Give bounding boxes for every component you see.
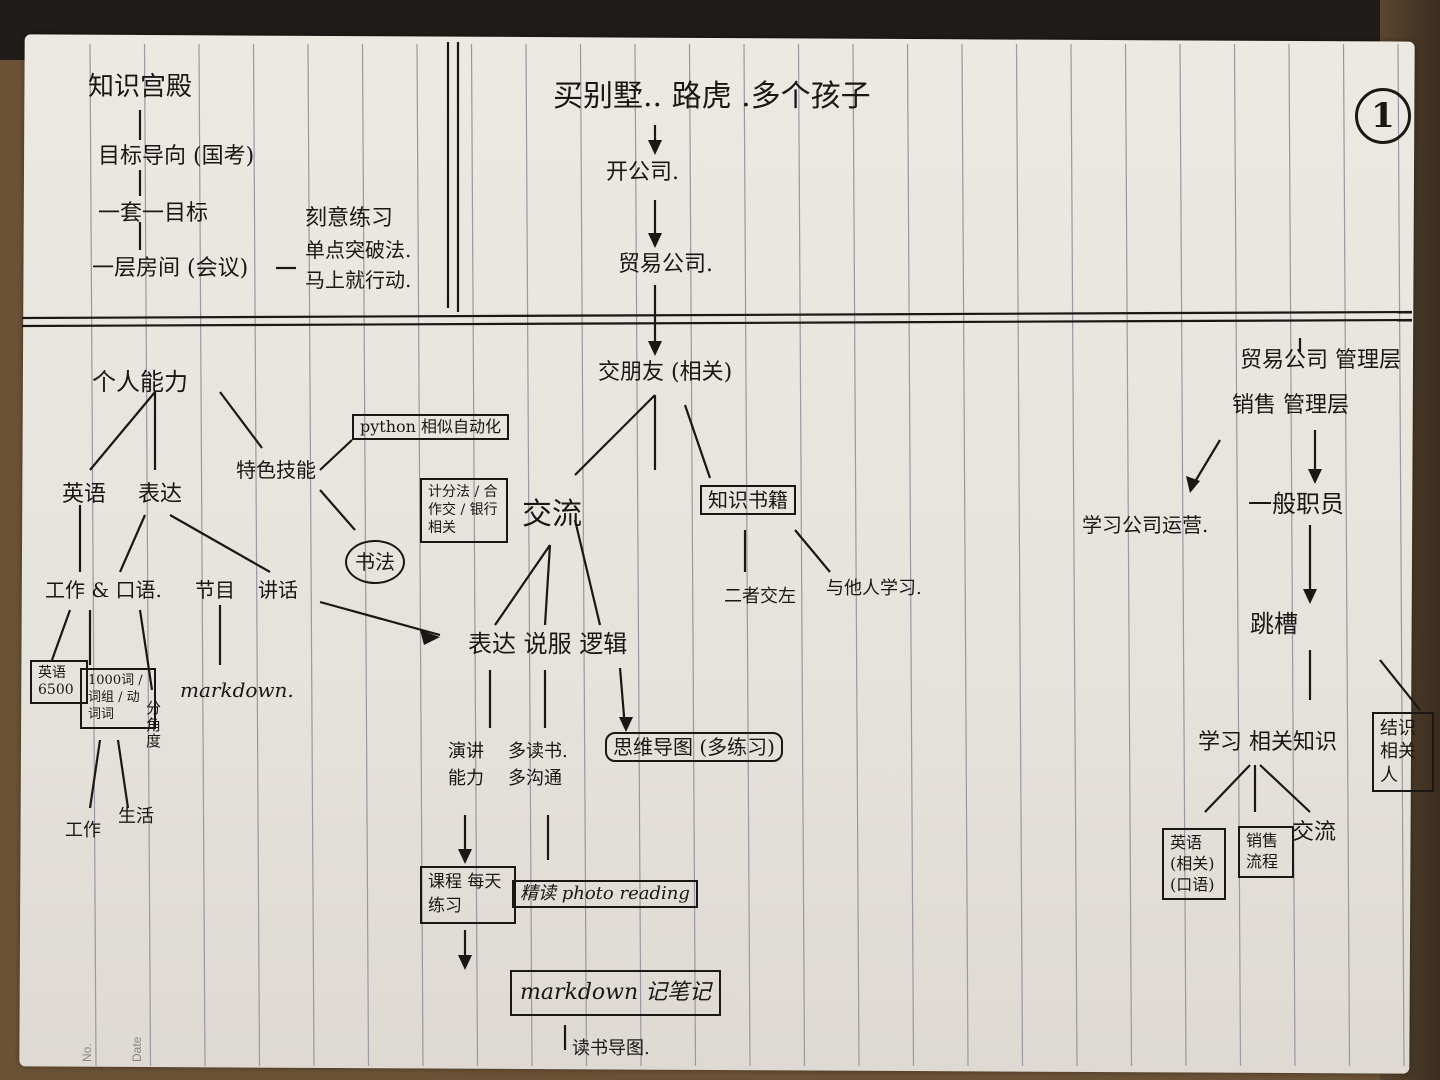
- ruled-line: [1179, 43, 1187, 1067]
- python-box: python 相似自动化: [352, 414, 510, 440]
- ruled-line: [852, 43, 860, 1067]
- ruled-line: [1233, 43, 1242, 1067]
- learn-operations: 学习公司运营.: [1082, 513, 1209, 537]
- single-point-breakthrough: 单点突破法.: [305, 238, 412, 262]
- trade-company: 贸易公司.: [618, 252, 713, 277]
- structure-lines: [21, 42, 1421, 1050]
- start-company: 开公司.: [606, 160, 679, 185]
- ruled-line: [1288, 43, 1296, 1067]
- ruled-line: [1397, 43, 1405, 1067]
- sales-process: 销售 流程: [1238, 826, 1294, 878]
- ruled-line: [906, 43, 915, 1067]
- ruled-line: [470, 43, 479, 1067]
- vocab-box: 英语 6500: [30, 660, 88, 704]
- personal-ability: 个人能力: [92, 368, 188, 396]
- ruled-line: [307, 43, 315, 1067]
- english-node: 英语: [62, 482, 107, 507]
- work-node: 工作: [65, 820, 101, 841]
- ruled-line: [89, 43, 97, 1067]
- markdown-left: markdown.: [180, 678, 294, 702]
- goal-oriented: 目标导向 (国考): [98, 144, 255, 169]
- reading-mindmap: 读书导图.: [572, 1038, 650, 1059]
- ruled-line: [198, 43, 206, 1067]
- communication-right: 交流: [1292, 820, 1337, 845]
- ruled-line: [961, 43, 969, 1067]
- page-number-badge: 1: [1355, 88, 1411, 144]
- ruled-line: [797, 43, 806, 1067]
- ruled-lines: [89, 43, 1405, 1067]
- angles: 分角度: [146, 699, 162, 750]
- photo-reading: 精读 photo reading: [512, 880, 698, 908]
- horizontal-divider: [21, 310, 1413, 320]
- ruled-line: [252, 43, 261, 1067]
- course-daily: 课程 每天练习: [420, 866, 516, 924]
- ruled-line: [143, 43, 152, 1067]
- learn-related-knowledge: 学习 相关知识: [1198, 730, 1337, 755]
- no-label: No.: [80, 1043, 94, 1062]
- ruled-line: [525, 43, 533, 1067]
- horizontal-divider-2: [21, 318, 1413, 328]
- ruled-line: [1070, 43, 1078, 1067]
- programs: 节目: [195, 578, 235, 602]
- sales-management: 销售 管理层: [1232, 393, 1349, 418]
- calligraphy-circle: 书法: [345, 540, 405, 584]
- general-staff: 一般职员: [1248, 490, 1344, 518]
- express-persuade-logic: 表达 说服 逻辑: [468, 630, 628, 658]
- date-label: Date: [130, 1036, 144, 1062]
- both-ways: 二者交左: [724, 586, 796, 607]
- work-speaking: 工作 & 口语.: [45, 578, 162, 602]
- speech-ability: 演讲 能力: [448, 741, 484, 789]
- communication: 交流: [522, 497, 582, 532]
- english-related: 英语 (相关) (口语): [1162, 828, 1226, 901]
- deliberate-practice: 刻意练习: [305, 206, 394, 231]
- ruled-line: [416, 43, 424, 1067]
- make-friends: 交朋友 (相关): [598, 360, 733, 385]
- ruled-line: [634, 43, 642, 1067]
- phrases-box: 1000词 / 词组 / 动词词: [80, 668, 156, 729]
- ruled-line: [688, 43, 697, 1067]
- trade-management: 贸易公司 管理层: [1240, 348, 1401, 373]
- dream-title: 买别墅.. 路虎 .多个孩子: [553, 79, 871, 114]
- job-hop: 跳槽: [1250, 610, 1298, 638]
- special-skills: 特色技能: [236, 458, 316, 482]
- palace-title: 知识宫殿: [88, 72, 193, 102]
- read-communicate: 多读书. 多沟通: [508, 741, 568, 789]
- one-floor-room: 一层房间 (会议): [92, 256, 249, 281]
- act-now: 马上就行动.: [305, 268, 412, 292]
- mindmap-practice: 思维导图 (多练习): [605, 732, 783, 762]
- ruled-line: [743, 43, 751, 1067]
- ruled-line: [1015, 43, 1024, 1067]
- markdown-notes: markdown 记笔记: [510, 970, 722, 1016]
- accounting-box: 计分法 / 合作交 / 银行相关: [420, 478, 508, 543]
- meet-related-people: 结识 相关人: [1372, 712, 1434, 793]
- ruled-line: [1342, 43, 1351, 1067]
- expression-node: 表达: [138, 482, 183, 507]
- speech: 讲话: [258, 578, 298, 602]
- knowledge-books: 知识书籍: [700, 485, 796, 515]
- learn-from-others: 与他人学习.: [826, 578, 922, 599]
- arrowheads: [420, 140, 1322, 970]
- one-set-one-goal: 一套一目标: [98, 201, 209, 226]
- ruled-line: [1124, 43, 1133, 1067]
- life-node: 生活: [118, 806, 154, 827]
